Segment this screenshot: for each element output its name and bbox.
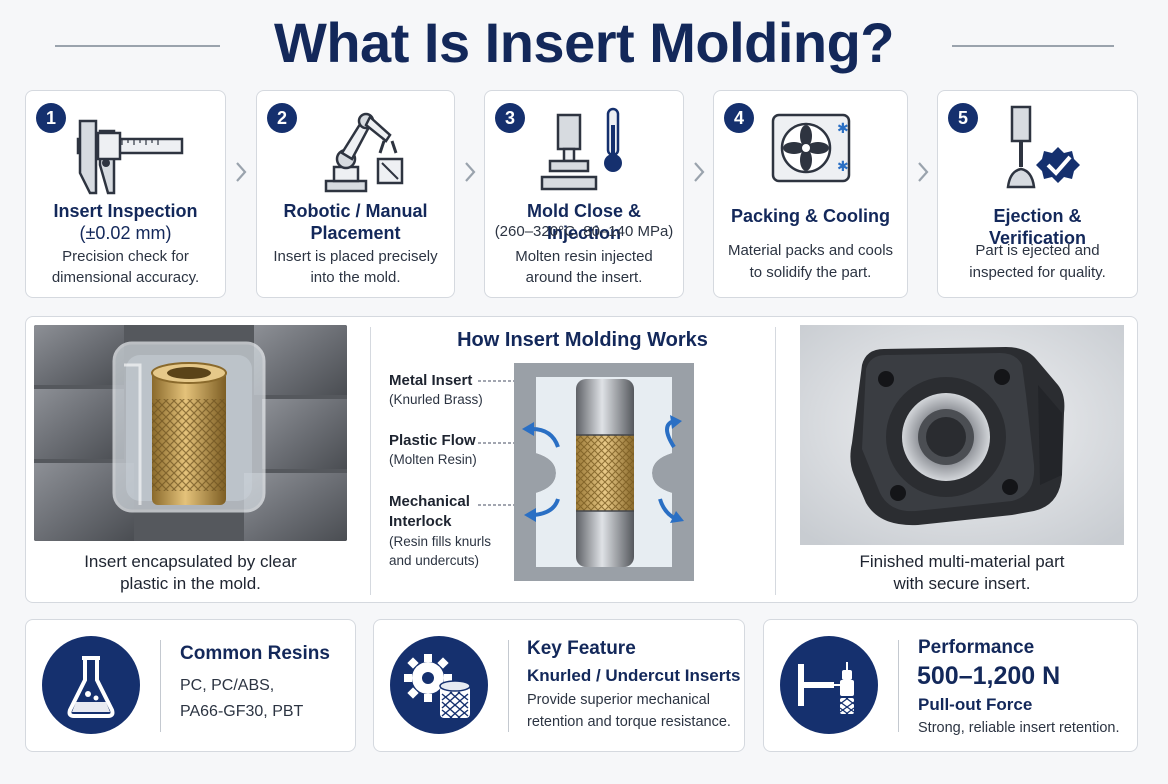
divider <box>160 640 161 732</box>
step-subtitle: (±0.02 mm) <box>79 223 172 243</box>
feature-card-performance: Performance 500–1,200 N Pull-out Force S… <box>763 619 1138 752</box>
caliper-icon <box>76 119 183 195</box>
flask-icon-circle <box>42 636 140 734</box>
step-description-line-2: dimensional accuracy. <box>51 269 200 286</box>
label-metal-insert: Metal Insert <box>389 372 473 389</box>
title-rule-left <box>55 45 220 47</box>
caption-line-1: Finished multi-material part <box>859 552 1065 571</box>
feature-title: Key Feature <box>527 638 636 659</box>
step-number-badge: 5 <box>948 103 978 133</box>
step-number-badge: 3 <box>495 103 525 133</box>
feature-subtitle: Knurled / Undercut Inserts <box>527 666 741 685</box>
pull-out-force-value: 500–1,200 N <box>917 662 1061 690</box>
feature-line-1: Strong, reliable insert retention. <box>918 720 1120 736</box>
feature-title: Performance <box>918 637 1035 658</box>
step-card-1: 1 Insert Inspection (±0.02 mm) Precision… <box>25 90 226 298</box>
title-rule-right <box>952 45 1114 47</box>
step-card-2: 2 Robotic / Manual Placement Insert is p… <box>256 90 455 298</box>
step-description-line-2: inspected for quality. <box>969 264 1106 281</box>
step-description-line-2: around the insert. <box>525 269 643 286</box>
step-description-line-1: Molten resin injected <box>515 248 653 265</box>
step-title: Packing & Cooling <box>730 206 890 226</box>
caption-line-1: Insert encapsulated by clear <box>84 552 297 571</box>
divider <box>898 640 899 732</box>
title-row: What Is Insert Molding? <box>0 0 1168 88</box>
step-description-line-1: Part is ejected and <box>975 242 1100 259</box>
divider <box>370 327 371 595</box>
feature-card-key-feature: Key Feature Knurled / Undercut Inserts P… <box>373 619 745 752</box>
step-number-badge: 4 <box>724 103 754 133</box>
feature-card-resins: Common Resins PC, PC/ABS, PA66-GF30, PBT <box>25 619 356 752</box>
ejection-check-icon <box>1006 105 1080 189</box>
svg-text:✱: ✱ <box>837 121 849 137</box>
caption-line-2: plastic in the mold. <box>120 574 261 593</box>
insert-in-mold-photo <box>34 325 347 541</box>
feature-line-1: PC, PC/ABS, <box>180 677 275 694</box>
label-mechanical: Mechanical <box>389 493 470 510</box>
svg-text:✱: ✱ <box>837 159 849 175</box>
chevron-right-icon <box>236 162 247 182</box>
pull-test-icon <box>798 662 855 715</box>
label-plastic-flow-sub: (Molten Resin) <box>389 452 477 467</box>
feature-line-2: retention and torque resistance. <box>527 714 731 730</box>
feature-line-1: Provide superior mechanical <box>527 692 710 708</box>
step-card-5: 5 Ejection & Verification Part is ejecte… <box>937 90 1138 298</box>
step-description-line-1: Precision check for <box>62 248 189 265</box>
page-title: What Is Insert Molding? <box>273 11 895 74</box>
step-number-badge: 1 <box>36 103 66 133</box>
step-subtitle: (260–320°C, 80–140 MPa) <box>494 223 674 240</box>
cooling-fan-icon: ✱ ✱ <box>771 113 850 183</box>
step-description-line-1: Insert is placed precisely <box>273 248 438 265</box>
robot-arm-icon <box>324 112 403 193</box>
step-subtitle: Placement <box>310 223 401 243</box>
feature-title: Common Resins <box>180 643 330 664</box>
step-title: Robotic / Manual <box>283 201 428 221</box>
label-metal-insert-sub: (Knurled Brass) <box>389 392 483 407</box>
gear-knurl-icon <box>404 654 471 719</box>
chevron-right-icon <box>465 162 476 182</box>
step-title: Insert Inspection <box>53 201 198 221</box>
step-description-line-2: into the mold. <box>310 269 401 286</box>
flask-icon <box>67 656 115 718</box>
finished-part-photo <box>800 325 1124 545</box>
left-photo-caption: Insert encapsulated by clear plastic in … <box>34 551 347 595</box>
chevron-right-icon <box>694 162 705 182</box>
step-description-line-2: to solidify the part. <box>749 264 872 281</box>
feature-subtitle: Pull-out Force <box>918 695 1033 714</box>
label-interlock-sub-1: (Resin fills knurls <box>389 534 492 549</box>
gear-knurl-icon-circle <box>390 636 488 734</box>
pull-test-icon-circle <box>780 636 878 734</box>
label-plastic-flow: Plastic Flow <box>389 432 476 449</box>
how-it-works-panel: Insert encapsulated by clear plastic in … <box>25 316 1138 603</box>
insert-molding-cross-section <box>514 363 694 581</box>
divider <box>508 640 509 732</box>
feature-line-2: PA66-GF30, PBT <box>180 703 304 720</box>
step-number-badge: 2 <box>267 103 297 133</box>
step-card-4: 4 ✱ ✱ Packing & Cooling Material packs a… <box>713 90 908 298</box>
how-it-works-title: How Insert Molding Works <box>457 329 708 351</box>
step-title: Ejection & Verification <box>988 206 1087 248</box>
label-interlock-sub-2: and undercuts) <box>389 553 480 568</box>
right-photo-caption: Finished multi-material part with secure… <box>800 551 1124 595</box>
caption-line-2: with secure insert. <box>893 574 1031 593</box>
step-title: Mold Close & Injection <box>526 201 641 243</box>
step-card-3: 3 Mold Close & Injection (260–320°C, 80–… <box>484 90 684 298</box>
divider <box>775 327 776 595</box>
label-interlock: Interlock <box>389 513 452 530</box>
step-description-line-1: Material packs and cools <box>727 242 894 259</box>
mold-press-thermometer-icon <box>540 107 622 191</box>
chevron-right-icon <box>918 162 929 182</box>
